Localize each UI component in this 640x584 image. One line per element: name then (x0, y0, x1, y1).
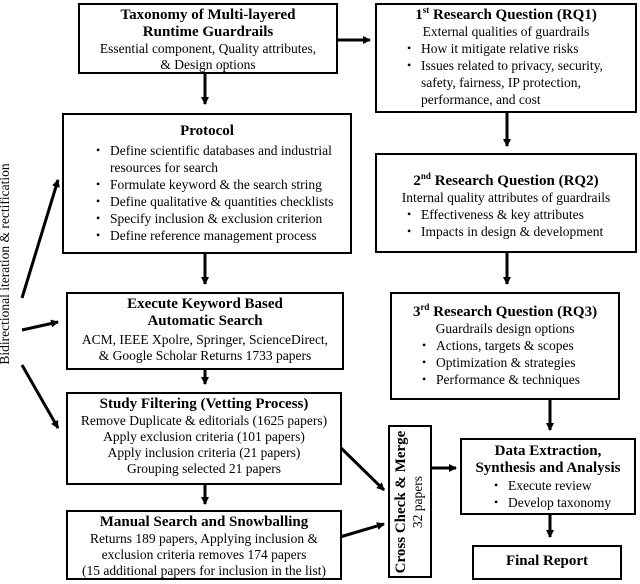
arrow-iteration-to-keyword (21, 319, 59, 332)
keyword-title-line1: Execute Keyword Based (127, 296, 283, 312)
taxonomy-line2: & Design options (160, 57, 256, 72)
filtering-line: Apply exclusion criteria (101 papers) (103, 429, 305, 444)
extraction-title-line1: Data Extraction, (494, 443, 602, 459)
protocol-item: Specify inclusion & exclusion criterion (96, 210, 344, 227)
rq1-item: Issues related to privacy, security, saf… (407, 57, 629, 108)
protocol-item: Define scientific databases and industri… (96, 142, 344, 176)
keyword-title-line2: Automatic Search (147, 313, 263, 329)
protocol-box: Protocol Define scientific databases and… (62, 113, 352, 254)
rq2-list: Effectiveness & key attributes Impacts i… (403, 206, 629, 240)
arrow-iteration-to-filtering (20, 364, 60, 429)
rq3-title: 3rd Research Question (RQ3) (412, 302, 598, 321)
protocol-title: Protocol (180, 123, 234, 139)
rq1-title: 1st Research Question (RQ1) (415, 5, 597, 24)
rq1-subtitle: External qualities of guardrails (422, 24, 590, 39)
rq3-item: Actions, targets & scopes (422, 337, 612, 354)
cross-check-title: Cross Check & Merge 32 papers (393, 427, 425, 577)
manual-line: Returns 189 papers, Applying inclusion & (90, 531, 318, 546)
final-title: Final Report (505, 553, 589, 569)
protocol-list: Define scientific databases and industri… (92, 142, 344, 244)
study-filtering-box: Study Filtering (Vetting Process) Remove… (66, 392, 342, 485)
filtering-line: Apply inclusion criteria (21 papers) (107, 445, 301, 460)
data-extraction-box: Data Extraction, Synthesis and Analysis … (460, 438, 636, 515)
extraction-item: Develop taxonomy (494, 494, 630, 511)
cross-check-box: Cross Check & Merge 32 papers (388, 425, 432, 578)
side-label: Bidirectional iteration & rectification (0, 163, 12, 365)
filtering-title: Study Filtering (Vetting Process) (99, 396, 309, 412)
taxonomy-title-line2: Runtime Guardrails (142, 24, 274, 40)
rq1-list: How it mitigate relative risks Issues re… (403, 40, 629, 108)
arrow-iteration-to-protocol (20, 179, 60, 299)
rq2-item: Impacts in design & development (407, 223, 629, 240)
rq3-item: Optimization & strategies (422, 354, 612, 371)
protocol-item: Define qualitative & quantities checklis… (96, 193, 344, 210)
rq2-subtitle: Internal quality attributes of guardrail… (401, 190, 611, 205)
manual-title: Manual Search and Snowballing (99, 514, 309, 530)
taxonomy-title-line1: Taxonomy of Multi-layered (120, 7, 296, 23)
manual-line: exclusion criteria removes 174 papers (101, 547, 307, 562)
rq1-box: 1st Research Question (RQ1) External qua… (375, 3, 637, 113)
rq3-item: Performance & techniques (422, 371, 612, 388)
keyword-search-box: Execute Keyword Based Automatic Search A… (66, 292, 344, 370)
final-report-box: Final Report (472, 545, 622, 580)
keyword-line2: & Google Scholar Returns 1733 papers (98, 348, 312, 363)
filtering-line: Remove Duplicate & editorials (1625 pape… (80, 413, 328, 428)
extraction-title-line2: Synthesis and Analysis (475, 460, 621, 476)
rq1-item: How it mitigate relative risks (407, 40, 629, 57)
cross-check-count: 32 papers (410, 475, 425, 529)
rq2-item: Effectiveness & key attributes (407, 206, 629, 223)
rq2-title: 2nd Research Question (RQ2) (413, 171, 599, 190)
manual-line: (15 additional papers for inclusion in t… (81, 563, 327, 578)
rq3-subtitle: Guardrails design options (435, 321, 575, 336)
extraction-list: Execute review Develop taxonomy (490, 477, 630, 511)
rq3-list: Actions, targets & scopes Optimization &… (418, 337, 612, 388)
manual-search-box: Manual Search and Snowballing Returns 18… (66, 510, 342, 580)
keyword-line1: ACM, IEEE Xpolre, Springer, ScienceDirec… (81, 332, 329, 347)
protocol-item: Formulate keyword & the search string (96, 176, 344, 193)
rq2-box: 2nd Research Question (RQ2) Internal qua… (375, 153, 637, 253)
arrow-filtering-to-crosscheck (338, 445, 386, 492)
taxonomy-box: Taxonomy of Multi-layered Runtime Guardr… (78, 3, 338, 74)
protocol-item: Define reference management process (96, 227, 344, 244)
arrow-manual-to-crosscheck (339, 522, 385, 539)
extraction-item: Execute review (494, 477, 630, 494)
filtering-line: Grouping selected 21 papers (126, 461, 282, 476)
taxonomy-line1: Essential component, Quality attributes, (99, 41, 317, 56)
rq3-box: 3rd Research Question (RQ3) Guardrails d… (390, 292, 620, 400)
